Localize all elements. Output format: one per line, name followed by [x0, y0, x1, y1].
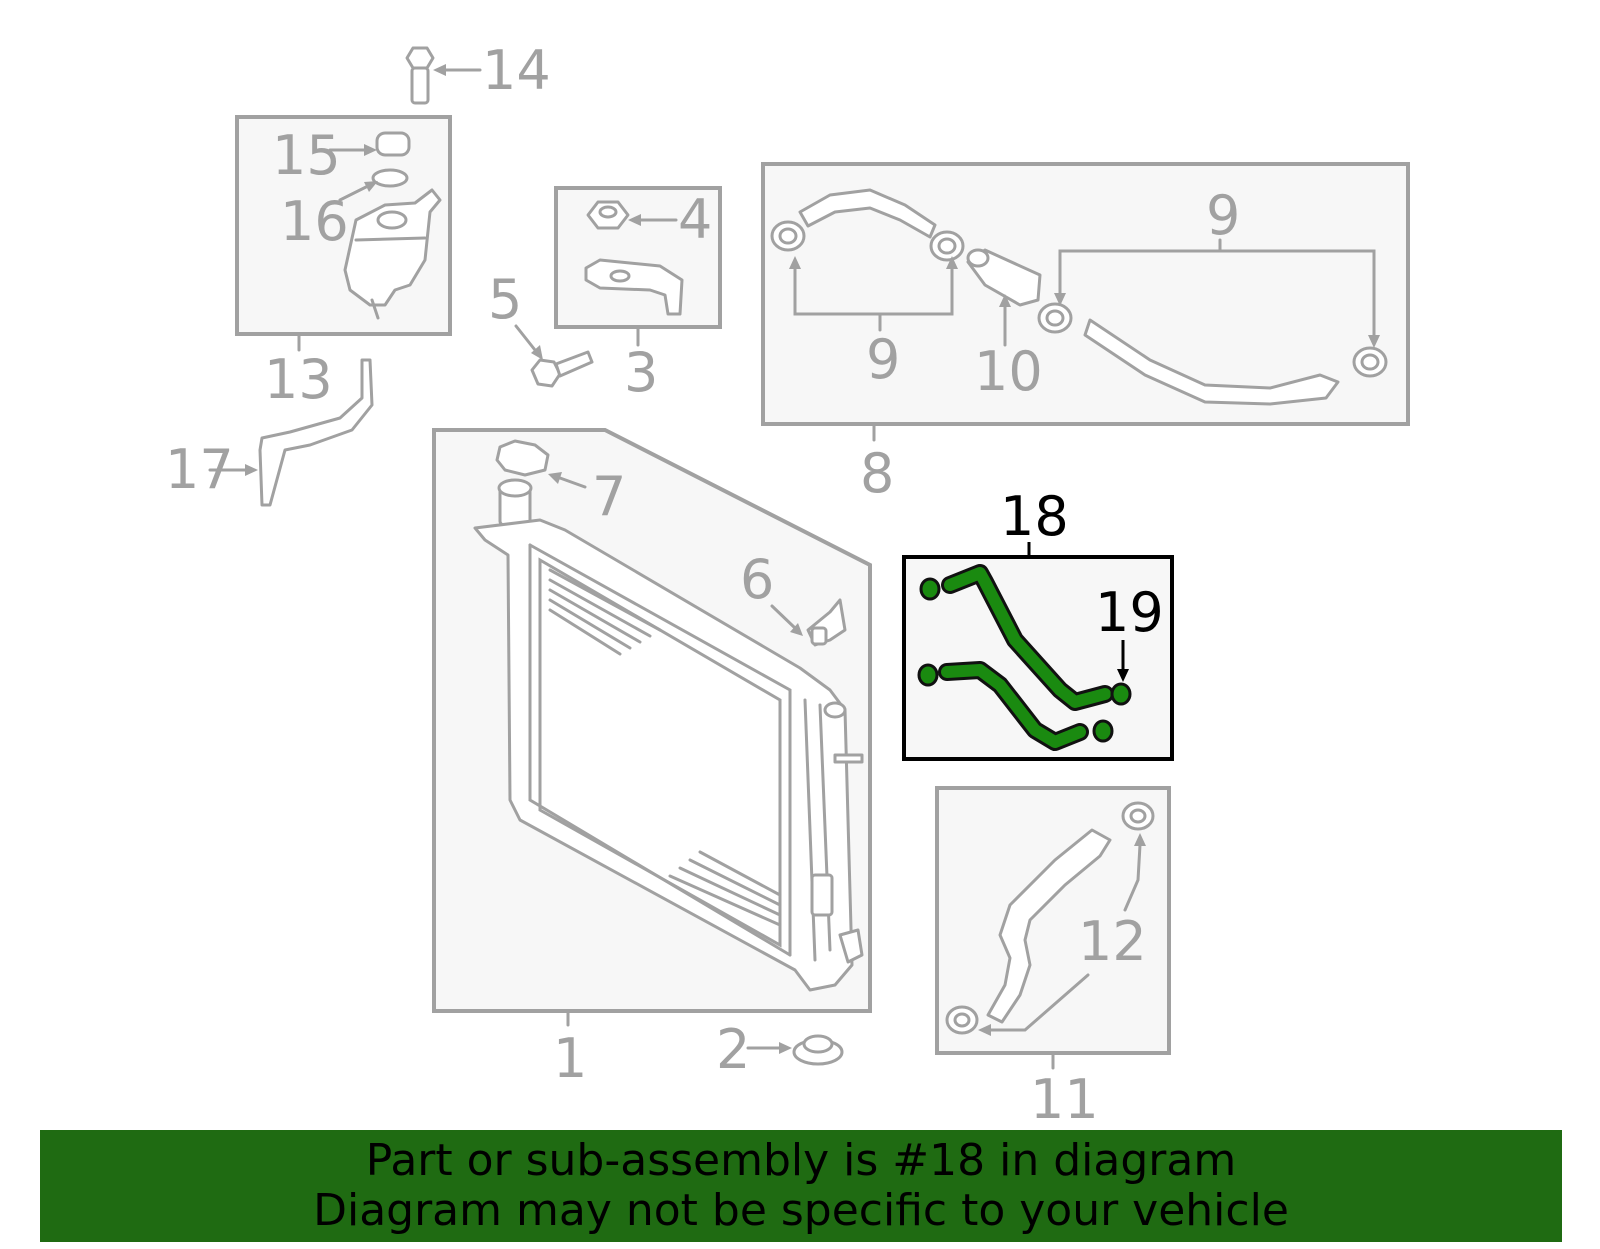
callout-11: 11 — [1030, 1068, 1099, 1131]
callout-4: 4 — [678, 188, 712, 251]
callout-16: 16 — [280, 190, 349, 253]
hose-clamp-19 — [1092, 719, 1114, 743]
banner-line-1: Part or sub-assembly is #18 in diagram — [365, 1135, 1237, 1186]
callout-1: 1 — [553, 1027, 587, 1090]
callout-9-upper: 9 — [1206, 184, 1240, 247]
callout-8: 8 — [860, 442, 894, 505]
upper-hose-left-part — [798, 188, 937, 239]
reservoir-group-13[interactable]: 15 16 — [235, 115, 452, 336]
hose-group-8[interactable]: 9 10 9 — [761, 162, 1410, 426]
overflow-hose-17[interactable]: 17 — [165, 358, 374, 507]
reservoir-tank-part — [343, 188, 442, 307]
info-banner: Part or sub-assembly is #18 in diagram D… — [40, 1130, 1562, 1242]
clamp-9-mid — [929, 230, 965, 262]
clamp-9-right-a — [1037, 302, 1073, 334]
callout-7: 7 — [592, 465, 626, 528]
callout-6: 6 — [740, 548, 774, 611]
clamp-9-right-b — [1352, 346, 1388, 378]
callout-18: 18 — [1000, 485, 1069, 548]
bolt-14[interactable]: 14 — [405, 39, 551, 105]
bracket-group-3[interactable]: 4 — [554, 186, 722, 329]
callout-15: 15 — [272, 124, 341, 187]
callout-3: 3 — [624, 341, 658, 404]
radiator-core-part — [473, 518, 854, 992]
banner-line-2: Diagram may not be specific to your vehi… — [313, 1185, 1289, 1236]
callout-2: 2 — [716, 1018, 750, 1081]
reservoir-cap-part — [375, 131, 411, 157]
clamp-12-bottom — [945, 1005, 979, 1035]
bracket-part — [584, 258, 684, 316]
grommet-2[interactable]: 2 — [716, 1018, 844, 1081]
cap-seal-part — [371, 168, 409, 188]
clamp-9-left — [770, 220, 806, 252]
lower-hose-group-11[interactable]: 12 — [935, 786, 1171, 1055]
upper-hose-right-part — [1083, 318, 1340, 406]
hose-clamp-19 — [1110, 682, 1132, 706]
callout-9-lower: 9 — [866, 328, 900, 391]
clamp-12-top — [1121, 801, 1155, 831]
callout-10: 10 — [974, 340, 1043, 403]
callout-5: 5 — [488, 268, 522, 331]
hose-clamp-19 — [919, 577, 941, 601]
sensor-6[interactable]: 6 — [740, 548, 847, 647]
lower-hose-part — [986, 828, 1112, 1024]
radiator-cap-part — [495, 439, 550, 477]
bolt-5[interactable]: 5 — [488, 268, 594, 388]
callout-12: 12 — [1078, 910, 1147, 973]
heater-hose-group-18[interactable]: 19 — [902, 555, 1174, 761]
callout-13: 13 — [264, 348, 333, 411]
callout-14: 14 — [482, 39, 551, 102]
callout-19: 19 — [1095, 581, 1164, 644]
radiator-group-1[interactable]: 7 — [432, 428, 872, 1013]
hose-clamp-19 — [917, 663, 939, 687]
